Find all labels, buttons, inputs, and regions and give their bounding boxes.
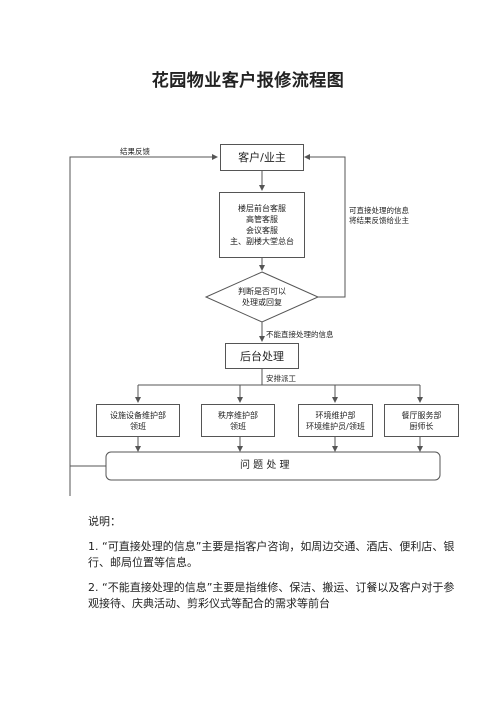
dept-restaurant-line-1: 餐厅服务部 — [401, 410, 442, 420]
arrow-can-handle-return — [304, 154, 346, 298]
front-desk-line-2: 高管客服 — [246, 215, 278, 224]
notes-heading: 说明： — [88, 515, 121, 528]
customer-label: 客户/业主 — [238, 151, 286, 164]
dept-restaurant-node: 餐厅服务部 厨师长 — [384, 404, 459, 437]
dept-facilities-line-2: 领班 — [130, 421, 146, 431]
front-desk-line-1: 楼层前台客服 — [238, 204, 286, 213]
problem-box-outline — [105, 451, 441, 481]
backstage-label: 后台处理 — [240, 349, 284, 363]
edge-label-cannot-handle: 不能直接处理的信息 — [266, 330, 334, 339]
dept-security-line-2: 领班 — [230, 421, 246, 431]
edge-label-can-handle-2: 将结果反馈给业主 — [349, 216, 409, 225]
arrow-feedback-loop — [69, 154, 218, 496]
dept-security-line-1: 秩序维护部 — [218, 410, 258, 420]
notes-item-2: 2. “不能直接处理的信息”主要是指维修、保洁、搬运、订餐以及客户对于参观接待、… — [88, 581, 455, 610]
edge-label-dispatch: 安排派工 — [266, 374, 296, 383]
dept-security-node: 秩序维护部 领班 — [201, 404, 275, 437]
decision-node: 判断是否可以 处理或回复 — [226, 286, 298, 308]
dept-facilities-node: 设施设备维护部 领班 — [96, 404, 180, 437]
dept-environment-line-1: 环境维护部 — [315, 410, 356, 420]
customer-node: 客户/业主 — [220, 144, 304, 171]
notes-section: 说明： 1. “可直接处理的信息”主要是指客户咨询，如周边交通、酒店、便利店、银… — [88, 514, 458, 621]
dept-facilities-line-1: 设施设备维护部 — [110, 410, 166, 420]
front-desk-node: 楼层前台客服 高管客服 会议客服 主、副楼大堂总台 — [219, 192, 305, 258]
page-title: 花园物业客户报修流程图 — [151, 71, 345, 91]
decision-diamond — [204, 271, 320, 323]
front-desk-line-4: 主、副楼大堂总台 — [230, 237, 294, 246]
backstage-node: 后台处理 — [225, 343, 299, 369]
edge-label-can-handle-1: 可直接处理的信息 — [349, 206, 409, 215]
decision-line-2: 处理或回复 — [242, 298, 282, 307]
notes-item-1: 1. “可直接处理的信息”主要是指客户咨询，如周边交通、酒店、便利店、银行、邮局… — [88, 540, 455, 569]
problem-label: 问 题 处 理 — [240, 460, 290, 471]
decision-line-1: 判断是否可以 — [238, 287, 286, 296]
edge-label-feedback: 结果反馈 — [120, 147, 150, 156]
dept-environment-node: 环境维护部 环境维护员/领班 — [298, 404, 373, 437]
front-desk-line-3: 会议客服 — [246, 226, 278, 235]
dept-restaurant-line-2: 厨师长 — [409, 421, 434, 431]
dept-environment-line-2: 环境维护员/领班 — [306, 421, 365, 431]
